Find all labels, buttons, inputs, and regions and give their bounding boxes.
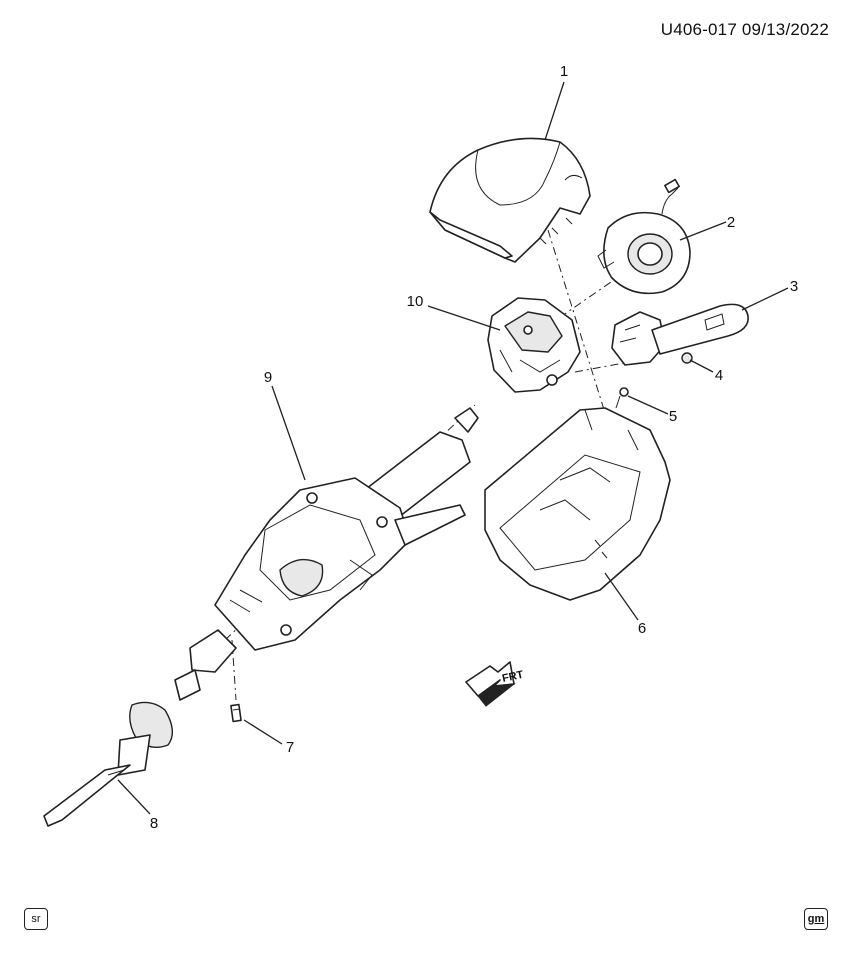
front-arrow-label: FRT	[501, 669, 525, 685]
callout-10: 10	[407, 293, 424, 310]
callout-6: 6	[638, 620, 646, 637]
diagram-code: U406-017 09/13/2022	[660, 20, 829, 39]
lower-column-cover	[484, 407, 671, 601]
pinch-bolt	[230, 703, 242, 723]
callout-5: 5	[669, 408, 677, 425]
multifunction-switch	[611, 303, 749, 366]
nut	[681, 352, 693, 364]
front-direction-arrow: FRT	[465, 661, 525, 707]
sr-badge: sr	[24, 908, 48, 930]
callout-8: 8	[150, 815, 158, 832]
upper-column-cover	[429, 137, 591, 263]
callout-7: 7	[286, 739, 294, 756]
callout-4: 4	[715, 367, 723, 384]
steering-column-assembly	[214, 407, 479, 651]
screw	[615, 387, 629, 409]
callout-1: 1	[560, 63, 568, 80]
intermediate-shaft	[43, 629, 237, 827]
callout-labels: 1 2 3 4 5 6 7 8 9 10	[150, 63, 798, 832]
leader-lines	[117, 81, 789, 815]
gm-logo-badge: gm	[804, 908, 828, 930]
callout-3: 3	[790, 278, 798, 295]
callout-9: 9	[264, 369, 272, 386]
switch-housing-bracket	[487, 297, 581, 393]
callout-2: 2	[727, 214, 735, 231]
clock-spring	[597, 178, 691, 295]
